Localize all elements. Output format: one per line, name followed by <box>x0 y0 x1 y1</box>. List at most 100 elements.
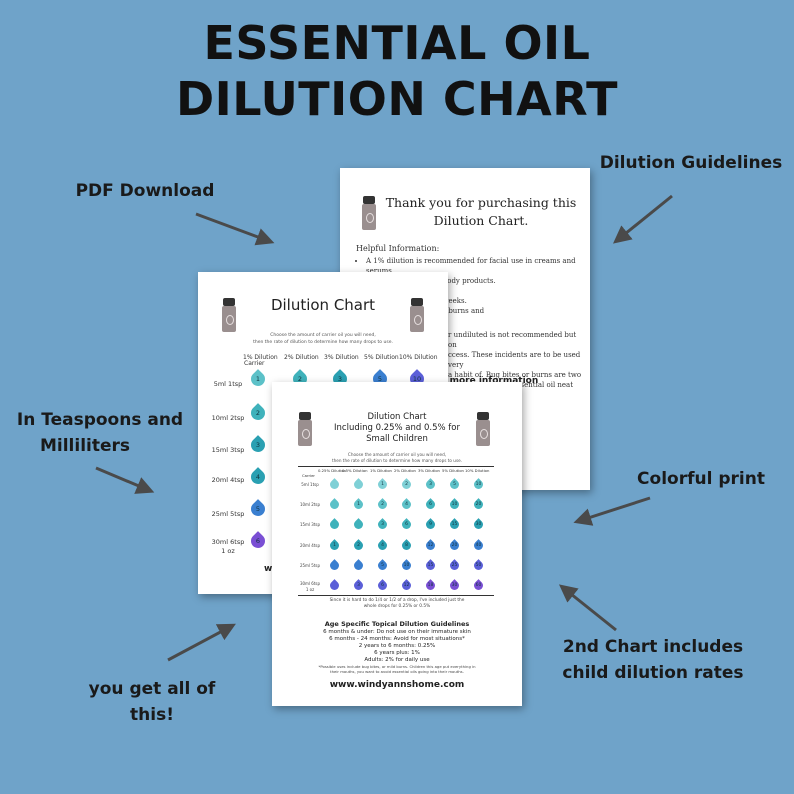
dilution-header: 2% Dilution <box>394 468 416 473</box>
table-bottom-rule <box>298 595 494 596</box>
child-chart-title-line-2: Including 0.25% and 0.5% for <box>334 423 460 433</box>
carrier-row-label-line-2: 1 oz <box>305 587 315 592</box>
drop-count-label: 6 <box>255 537 261 545</box>
drop-count-label <box>330 480 339 489</box>
age-footnote-line-2: their mouths, you want to avoid essentia… <box>330 669 464 674</box>
drop-count-label: 2 <box>255 409 261 417</box>
drop-count: 12 <box>424 539 437 552</box>
drop-count-label <box>354 520 363 529</box>
help-heading: Helpful Information: <box>356 244 440 253</box>
drop-count-label: 15 <box>427 563 434 568</box>
carrier-row-label: 20ml 4tsp <box>299 543 321 548</box>
drop-count-label <box>354 561 363 570</box>
dilution-header: 1% Dilution <box>243 354 278 361</box>
drop-count-label: 4 <box>405 502 408 507</box>
carrier-row-label-line-2: 1 oz <box>221 547 235 555</box>
drop-count-label: 9 <box>429 522 432 527</box>
drop-count-label: 1 <box>357 502 360 507</box>
dilution-header: 3% Dilution <box>324 354 359 361</box>
help-paragraph-line: r undiluted is not recommended but on <box>448 331 577 349</box>
note-line-2: whole drops for 0.25% or 0.5% <box>363 604 431 609</box>
drop-count <box>352 478 365 491</box>
table-top-rule <box>298 466 494 467</box>
drop-count-label: 40 <box>475 543 482 548</box>
age-guideline-line: Adults: 2% for daily use <box>364 657 430 663</box>
oil-bottle-icon <box>476 412 490 446</box>
help-paragraph-line: ccess. These incidents are to be used ve… <box>448 351 581 369</box>
drop-count: 6 <box>248 531 268 551</box>
age-guideline-line: 6 months & under: Do not use on their im… <box>323 629 471 635</box>
main-title-line-1: ESSENTIAL OIL <box>203 16 591 70</box>
drop-count-label: 6 <box>381 583 384 588</box>
drop-count-label: 2 <box>405 482 408 487</box>
website: www.windyannshome.com <box>329 680 465 690</box>
thanks-line-2: Dilution Chart. <box>433 213 529 228</box>
drop-count-label: 8 <box>405 543 408 548</box>
drop-count-label: 4 <box>255 473 261 481</box>
drop-count: 5 <box>248 499 268 519</box>
drop-count: 2 <box>248 403 268 423</box>
carrier-row-label: 25ml 5tsp <box>299 563 321 568</box>
carrier-row-label: 5ml 1tsp <box>213 380 243 388</box>
drop-count-label: 1 <box>333 543 336 548</box>
drop-count-label: 12 <box>403 583 410 588</box>
drop-count <box>328 498 341 511</box>
child-chart-instructions: Choose the amount of carrier oil you wil… <box>307 452 487 464</box>
whole-drops-note: Since it is hard to do 1/4 or 1/2 of a d… <box>312 598 482 610</box>
drop-count: 9 <box>424 518 437 531</box>
drop-count: 2 <box>352 539 365 552</box>
drop-count-label: 25 <box>451 563 458 568</box>
dilution-header: 0.5% Dilution <box>342 468 368 473</box>
drop-count: 40 <box>472 539 485 552</box>
drop-count <box>328 579 341 592</box>
drop-count: 4 <box>248 467 268 487</box>
drop-count: 6 <box>400 518 413 531</box>
instructions-line-1: Choose the amount of carrier oil you wil… <box>270 333 376 338</box>
callout-second-chart-line-2: child dilution rates <box>562 663 744 683</box>
dilution-header: 0.25% Dilution <box>318 468 346 473</box>
dilution-header: 5% Dilution <box>442 468 464 473</box>
drop-count <box>328 518 341 531</box>
drop-count <box>328 559 341 572</box>
instructions-line-1: Choose the amount of carrier oil you wil… <box>347 452 447 457</box>
drop-count: 1 <box>248 369 268 389</box>
chart-title: Dilution Chart <box>270 296 376 314</box>
drop-count-label: 1 <box>381 482 384 487</box>
callout-pdf-download: PDF Download <box>75 181 215 201</box>
callout-dilution-guidelines: Dilution Guidelines <box>599 153 783 173</box>
drop-count-label: 5 <box>381 563 384 568</box>
drop-count: 5 <box>448 478 461 491</box>
chart-instructions: Choose the amount of carrier oil you wil… <box>228 332 418 346</box>
drop-count-label: 6 <box>405 522 408 527</box>
dilution-header: 10% Dilution <box>399 354 438 361</box>
drop-count-label <box>330 500 339 509</box>
instructions-line-2: then the rate of dilution to determine h… <box>331 458 463 463</box>
arrow-pdf <box>195 212 275 246</box>
oil-bottle-icon <box>362 196 376 230</box>
drop-count-label: 3 <box>255 441 261 449</box>
drop-count-label: 12 <box>427 543 434 548</box>
carrier-row-label: 15ml 3tsp <box>299 522 321 527</box>
more-information: d more information <box>440 376 539 386</box>
drop-count: 30 <box>472 518 485 531</box>
drop-count: 8 <box>400 539 413 552</box>
carrier-row-label: 30ml 6tsp 1 oz <box>202 538 254 556</box>
drop-count-label: 10 <box>451 502 458 507</box>
drop-count: 15 <box>448 518 461 531</box>
oil-bottle-icon <box>410 298 424 332</box>
drop-count: 10 <box>448 498 461 511</box>
drop-count-label <box>330 581 339 590</box>
instructions-line-2: then the rate of dilution to determine h… <box>253 340 393 345</box>
child-chart-title: Dilution Chart Including 0.25% and 0.5% … <box>312 412 482 445</box>
drop-count-label: 30 <box>475 522 482 527</box>
drop-count: 20 <box>472 498 485 511</box>
drop-count-label: 60 <box>475 583 482 588</box>
drop-count: 50 <box>472 559 485 572</box>
drop-count-label: 3 <box>381 522 384 527</box>
drop-count-label: 20 <box>475 502 482 507</box>
carrier-row-label: 30ml 6tsp 1 oz <box>296 581 324 593</box>
age-guidelines-heading: Age Specific Topical Dilution Guidelines <box>324 620 470 628</box>
carrier-row-label: 25ml 5tsp <box>211 510 245 518</box>
drop-count-label: 10 <box>475 482 482 487</box>
drop-count <box>328 478 341 491</box>
